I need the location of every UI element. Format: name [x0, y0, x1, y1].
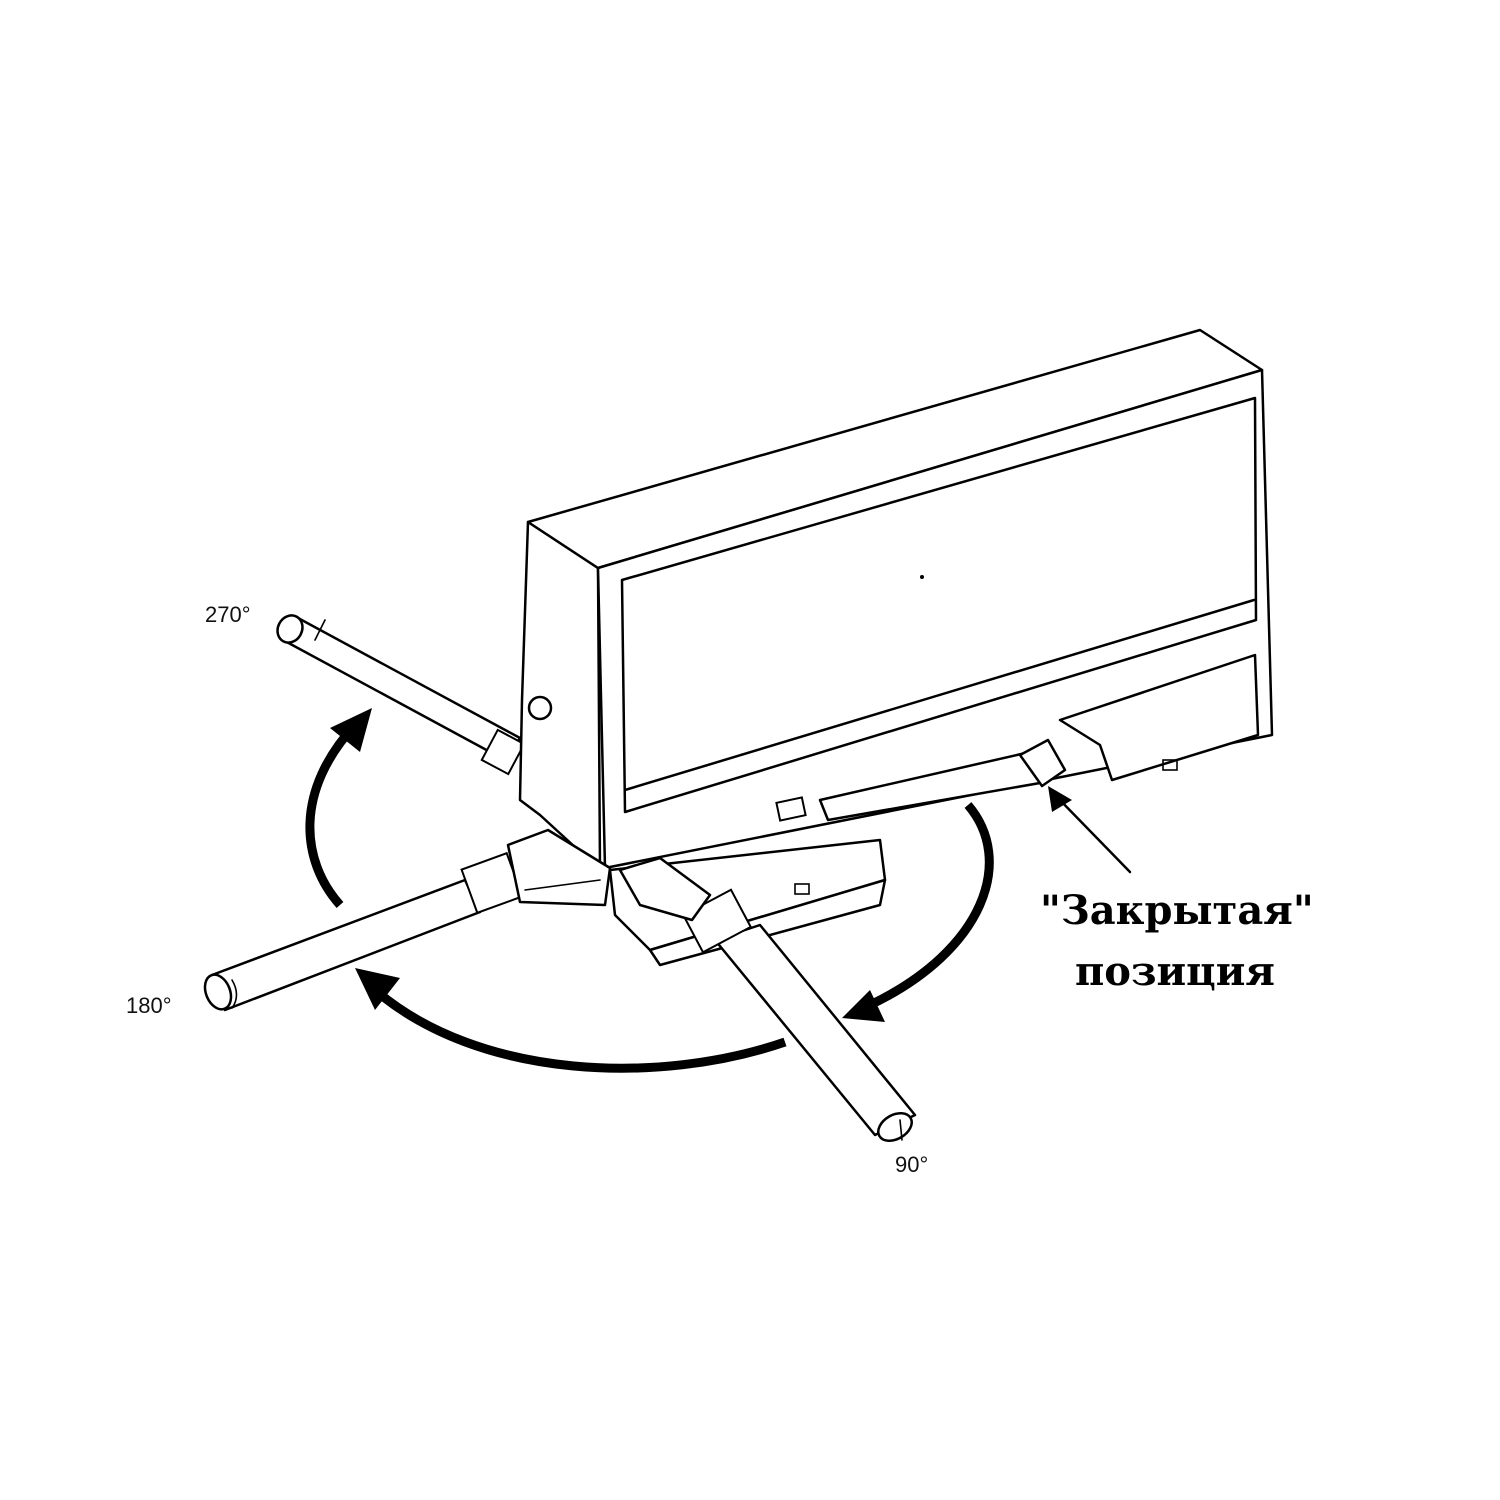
housing-side-panel	[518, 520, 602, 872]
label-angle-180: 180°	[126, 993, 172, 1018]
front-indicator-dot	[920, 575, 924, 579]
rotation-arrow-270	[305, 721, 359, 908]
front-panel-inset	[620, 396, 1258, 814]
label-closed-position-line1: "Закрытая"	[1040, 887, 1314, 934]
antenna-rod-closed	[775, 738, 1067, 822]
antenna-rod-180	[203, 828, 612, 1012]
label-angle-90: 90°	[895, 1152, 928, 1177]
closed-position-pointer	[1048, 786, 1132, 874]
antenna-rod-270	[276, 614, 526, 776]
side-button-icon	[527, 695, 553, 721]
knurled-nut-270	[480, 728, 526, 776]
rotation-arrows	[305, 708, 994, 1073]
arrowhead-90	[842, 990, 885, 1022]
rotation-arrow-180	[372, 986, 787, 1073]
arrowhead-270	[330, 708, 372, 752]
knurled-nut-closed	[775, 796, 807, 822]
rotation-arrow-90	[868, 802, 994, 1010]
knurled-nut-90	[681, 888, 753, 954]
label-angle-270: 270°	[205, 602, 251, 627]
antenna-rod-90	[618, 856, 917, 1142]
arrowhead-180	[355, 968, 400, 1010]
connector-bay	[1058, 653, 1260, 782]
device-housing	[518, 328, 1274, 872]
label-closed-position-line2: позиция	[1075, 948, 1275, 995]
